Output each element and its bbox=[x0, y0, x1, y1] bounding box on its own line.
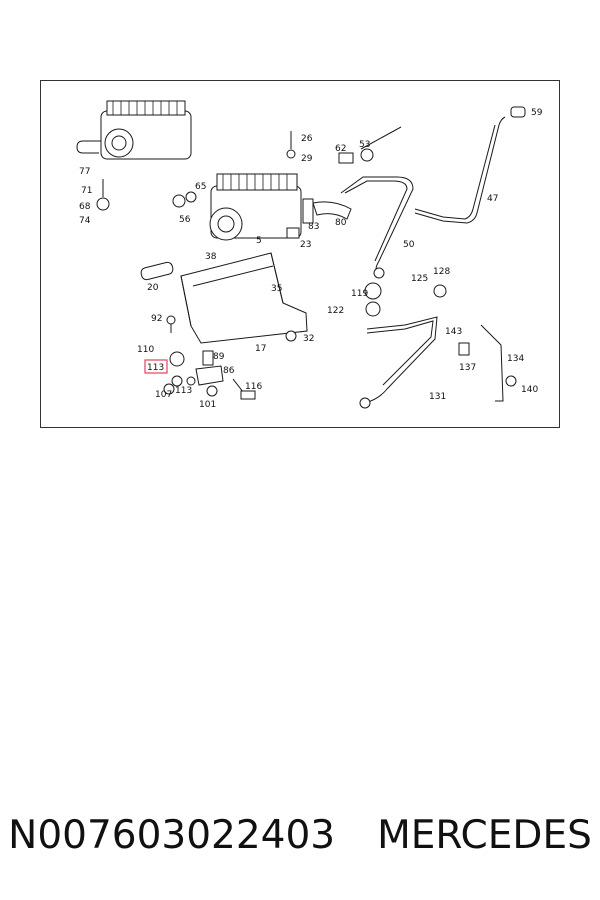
callout-29: 29 bbox=[301, 154, 313, 164]
callout-119: 119 bbox=[351, 289, 368, 299]
callout-65: 65 bbox=[195, 182, 206, 192]
callout-32: 32 bbox=[303, 334, 314, 344]
part-number: N007603022403 bbox=[8, 812, 336, 858]
callout-143: 143 bbox=[445, 327, 462, 337]
callout-77: 77 bbox=[79, 167, 90, 177]
callout-83: 83 bbox=[308, 222, 319, 232]
highlight-box bbox=[144, 359, 168, 374]
callout-labels: 77 71 68 74 26 29 62 53 59 65 56 47 83 8… bbox=[79, 108, 543, 410]
compressor-assembly bbox=[209, 173, 314, 241]
callout-134: 134 bbox=[507, 354, 524, 364]
callout-101: 101 bbox=[199, 400, 216, 410]
callout-113-highlighted[interactable]: 113 bbox=[147, 363, 164, 373]
callout-68: 68 bbox=[79, 202, 91, 212]
small-parts bbox=[96, 106, 526, 402]
callout-23: 23 bbox=[300, 240, 311, 250]
callout-107: 107 bbox=[155, 390, 172, 400]
callout-128: 128 bbox=[433, 267, 450, 277]
callout-125: 125 bbox=[411, 274, 428, 284]
callout-50: 50 bbox=[403, 240, 415, 250]
pipes bbox=[340, 116, 506, 409]
callout-116: 116 bbox=[245, 382, 262, 392]
callout-47: 47 bbox=[487, 194, 498, 204]
callout-38: 38 bbox=[205, 252, 217, 262]
callout-137: 137 bbox=[459, 363, 476, 373]
callout-56: 56 bbox=[179, 215, 191, 225]
callout-53: 53 bbox=[359, 140, 370, 150]
brand-name: MERCEDES bbox=[377, 812, 592, 858]
callout-20: 20 bbox=[147, 283, 159, 293]
callout-131: 131 bbox=[429, 392, 446, 402]
callout-35: 35 bbox=[271, 284, 282, 294]
callout-80: 80 bbox=[335, 218, 347, 228]
callout-17: 17 bbox=[255, 344, 266, 354]
callout-92: 92 bbox=[151, 314, 162, 324]
callout-140: 140 bbox=[521, 385, 538, 395]
compressor-assembly-small bbox=[76, 100, 192, 160]
footer: N007603022403 MERCEDES bbox=[0, 800, 600, 870]
callout-86: 86 bbox=[223, 366, 235, 376]
mounting-bracket bbox=[180, 252, 308, 344]
callout-71: 71 bbox=[81, 186, 92, 196]
callout-110: 110 bbox=[137, 345, 154, 355]
callout-62: 62 bbox=[335, 144, 346, 154]
callout-74: 74 bbox=[79, 216, 91, 226]
callout-89: 89 bbox=[213, 352, 225, 362]
callout-59: 59 bbox=[531, 108, 543, 118]
parts-diagram-frame: 77 71 68 74 26 29 62 53 59 65 56 47 83 8… bbox=[40, 80, 560, 428]
callout-113: 113 bbox=[175, 386, 192, 396]
callout-122: 122 bbox=[327, 306, 344, 316]
callout-26: 26 bbox=[301, 134, 313, 144]
callout-5: 5 bbox=[256, 236, 262, 246]
parts-diagram: 77 71 68 74 26 29 62 53 59 65 56 47 83 8… bbox=[76, 100, 543, 410]
